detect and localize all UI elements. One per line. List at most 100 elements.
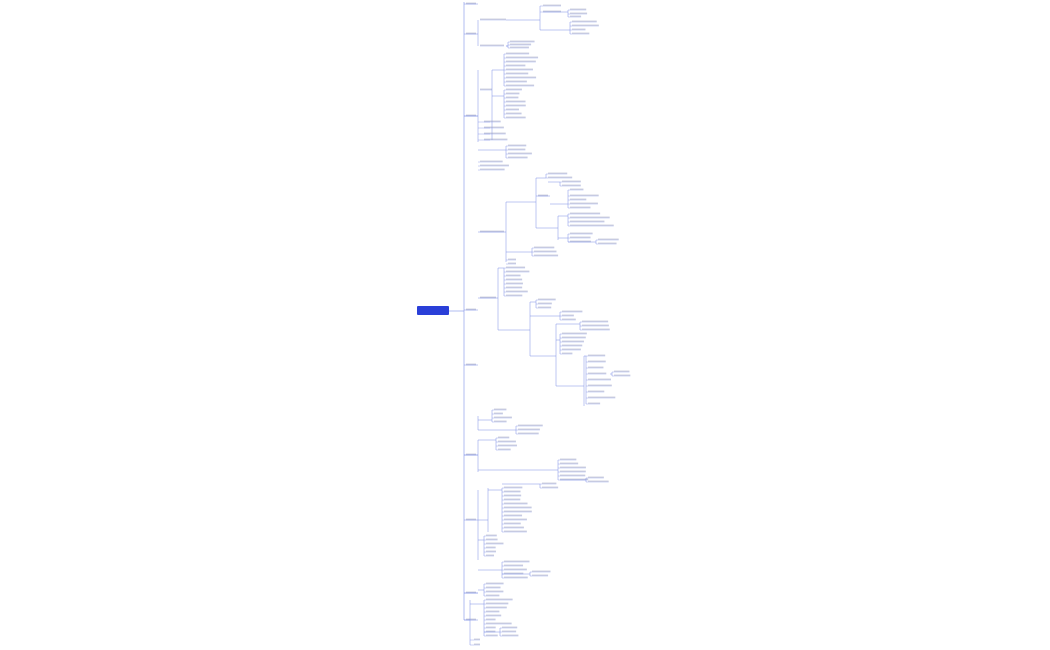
leaf-node[interactable] bbox=[510, 43, 532, 45]
leaf-node[interactable] bbox=[506, 116, 526, 118]
leaf-node[interactable] bbox=[534, 246, 555, 248]
leaf-node[interactable] bbox=[570, 194, 599, 196]
leaf-node[interactable] bbox=[504, 514, 523, 516]
leaf-node[interactable] bbox=[486, 546, 496, 548]
leaf-node[interactable] bbox=[498, 448, 511, 450]
leaf-node[interactable] bbox=[538, 298, 556, 300]
leaf-node[interactable] bbox=[486, 634, 498, 636]
leaf-node[interactable] bbox=[494, 420, 507, 422]
leaf-node[interactable] bbox=[504, 510, 532, 512]
leaf-node[interactable] bbox=[506, 270, 530, 272]
leaf-node[interactable] bbox=[486, 542, 504, 544]
leaf-node[interactable] bbox=[562, 348, 581, 350]
leaf-node[interactable] bbox=[504, 506, 532, 508]
leaf-node[interactable] bbox=[518, 432, 539, 434]
leaf-node[interactable] bbox=[538, 302, 552, 304]
leaf-node[interactable] bbox=[506, 72, 529, 74]
level1-topic[interactable] bbox=[466, 114, 476, 116]
leaf-node[interactable] bbox=[480, 160, 503, 162]
leaf-node[interactable] bbox=[598, 242, 617, 244]
leaf-node[interactable] bbox=[506, 100, 526, 102]
leaf-node[interactable] bbox=[562, 340, 584, 342]
leaf-node[interactable] bbox=[506, 108, 519, 110]
leaf-node[interactable] bbox=[506, 56, 539, 58]
leaf-node[interactable] bbox=[570, 8, 587, 10]
leaf-node[interactable] bbox=[486, 594, 500, 596]
leaf-node[interactable] bbox=[588, 378, 611, 380]
leaf-node[interactable] bbox=[510, 46, 529, 48]
level1-topic[interactable] bbox=[466, 32, 476, 34]
leaf-node[interactable] bbox=[560, 462, 579, 464]
leaf-node[interactable] bbox=[538, 306, 552, 308]
leaf-node[interactable] bbox=[486, 598, 513, 600]
leaf-node[interactable] bbox=[506, 92, 520, 94]
leaf-node[interactable] bbox=[486, 582, 504, 584]
leaf-node[interactable] bbox=[570, 12, 588, 14]
leaf-node[interactable] bbox=[498, 440, 516, 442]
leaf-node[interactable] bbox=[588, 354, 606, 356]
leaf-node[interactable] bbox=[504, 518, 527, 520]
leaf-node[interactable] bbox=[486, 534, 497, 536]
leaf-node[interactable] bbox=[518, 428, 540, 430]
leaf-node[interactable] bbox=[474, 643, 480, 645]
leaf-node[interactable] bbox=[502, 630, 517, 632]
leaf-node[interactable] bbox=[486, 554, 495, 556]
leaf-node[interactable] bbox=[570, 198, 587, 200]
leaf-node[interactable] bbox=[504, 494, 522, 496]
leaf-node[interactable] bbox=[572, 24, 599, 26]
leaf-node[interactable] bbox=[486, 610, 500, 612]
leaf-node[interactable] bbox=[504, 498, 521, 500]
leaf-node[interactable] bbox=[486, 586, 501, 588]
leaf-node[interactable] bbox=[504, 572, 524, 574]
leaf-node[interactable] bbox=[543, 4, 561, 6]
leaf-node[interactable] bbox=[484, 126, 504, 128]
level2-topic[interactable] bbox=[480, 88, 492, 90]
leaf-node[interactable] bbox=[506, 290, 528, 292]
leaf-node[interactable] bbox=[570, 224, 614, 226]
leaf-node[interactable] bbox=[502, 634, 519, 636]
leaf-node[interactable] bbox=[480, 168, 505, 170]
leaf-node[interactable] bbox=[506, 286, 523, 288]
leaf-node[interactable] bbox=[508, 148, 526, 150]
leaf-node[interactable] bbox=[504, 568, 527, 570]
leaf-node[interactable] bbox=[486, 626, 496, 628]
level2-topic[interactable] bbox=[480, 296, 496, 298]
leaf-node[interactable] bbox=[484, 138, 508, 140]
leaf-node[interactable] bbox=[570, 216, 610, 218]
leaf-node[interactable] bbox=[486, 538, 498, 540]
leaf-node[interactable] bbox=[582, 324, 609, 326]
leaf-node[interactable] bbox=[534, 254, 559, 256]
leaf-node[interactable] bbox=[506, 96, 519, 98]
leaf-node[interactable] bbox=[570, 212, 601, 214]
leaf-node[interactable] bbox=[614, 370, 630, 372]
level1-topic[interactable] bbox=[466, 363, 476, 365]
leaf-node[interactable] bbox=[570, 15, 582, 17]
leaf-node[interactable] bbox=[598, 238, 619, 240]
leaf-node[interactable] bbox=[562, 314, 574, 316]
leaf-node[interactable] bbox=[548, 176, 573, 178]
leaf-node[interactable] bbox=[506, 80, 527, 82]
leaf-node[interactable] bbox=[494, 412, 503, 414]
leaf-node[interactable] bbox=[506, 104, 526, 106]
leaf-node[interactable] bbox=[542, 486, 559, 488]
leaf-node[interactable] bbox=[506, 282, 523, 284]
leaf-node[interactable] bbox=[486, 622, 512, 624]
leaf-node[interactable] bbox=[582, 320, 609, 322]
leaf-node[interactable] bbox=[560, 466, 586, 468]
leaf-node[interactable] bbox=[560, 458, 577, 460]
leaf-node[interactable] bbox=[534, 250, 557, 252]
leaf-node[interactable] bbox=[588, 480, 609, 482]
leaf-node[interactable] bbox=[498, 436, 510, 438]
leaf-node[interactable] bbox=[508, 144, 527, 146]
leaf-node[interactable] bbox=[562, 180, 581, 182]
leaf-node[interactable] bbox=[486, 590, 504, 592]
leaf-node[interactable] bbox=[562, 318, 576, 320]
leaf-node[interactable] bbox=[504, 560, 530, 562]
leaf-node[interactable] bbox=[570, 220, 605, 222]
leaf-node[interactable] bbox=[506, 266, 526, 268]
leaf-node[interactable] bbox=[614, 374, 631, 376]
level1-topic[interactable] bbox=[466, 2, 476, 4]
leaf-node[interactable] bbox=[570, 202, 598, 204]
leaf-node[interactable] bbox=[588, 366, 604, 368]
leaf-node[interactable] bbox=[506, 278, 523, 280]
